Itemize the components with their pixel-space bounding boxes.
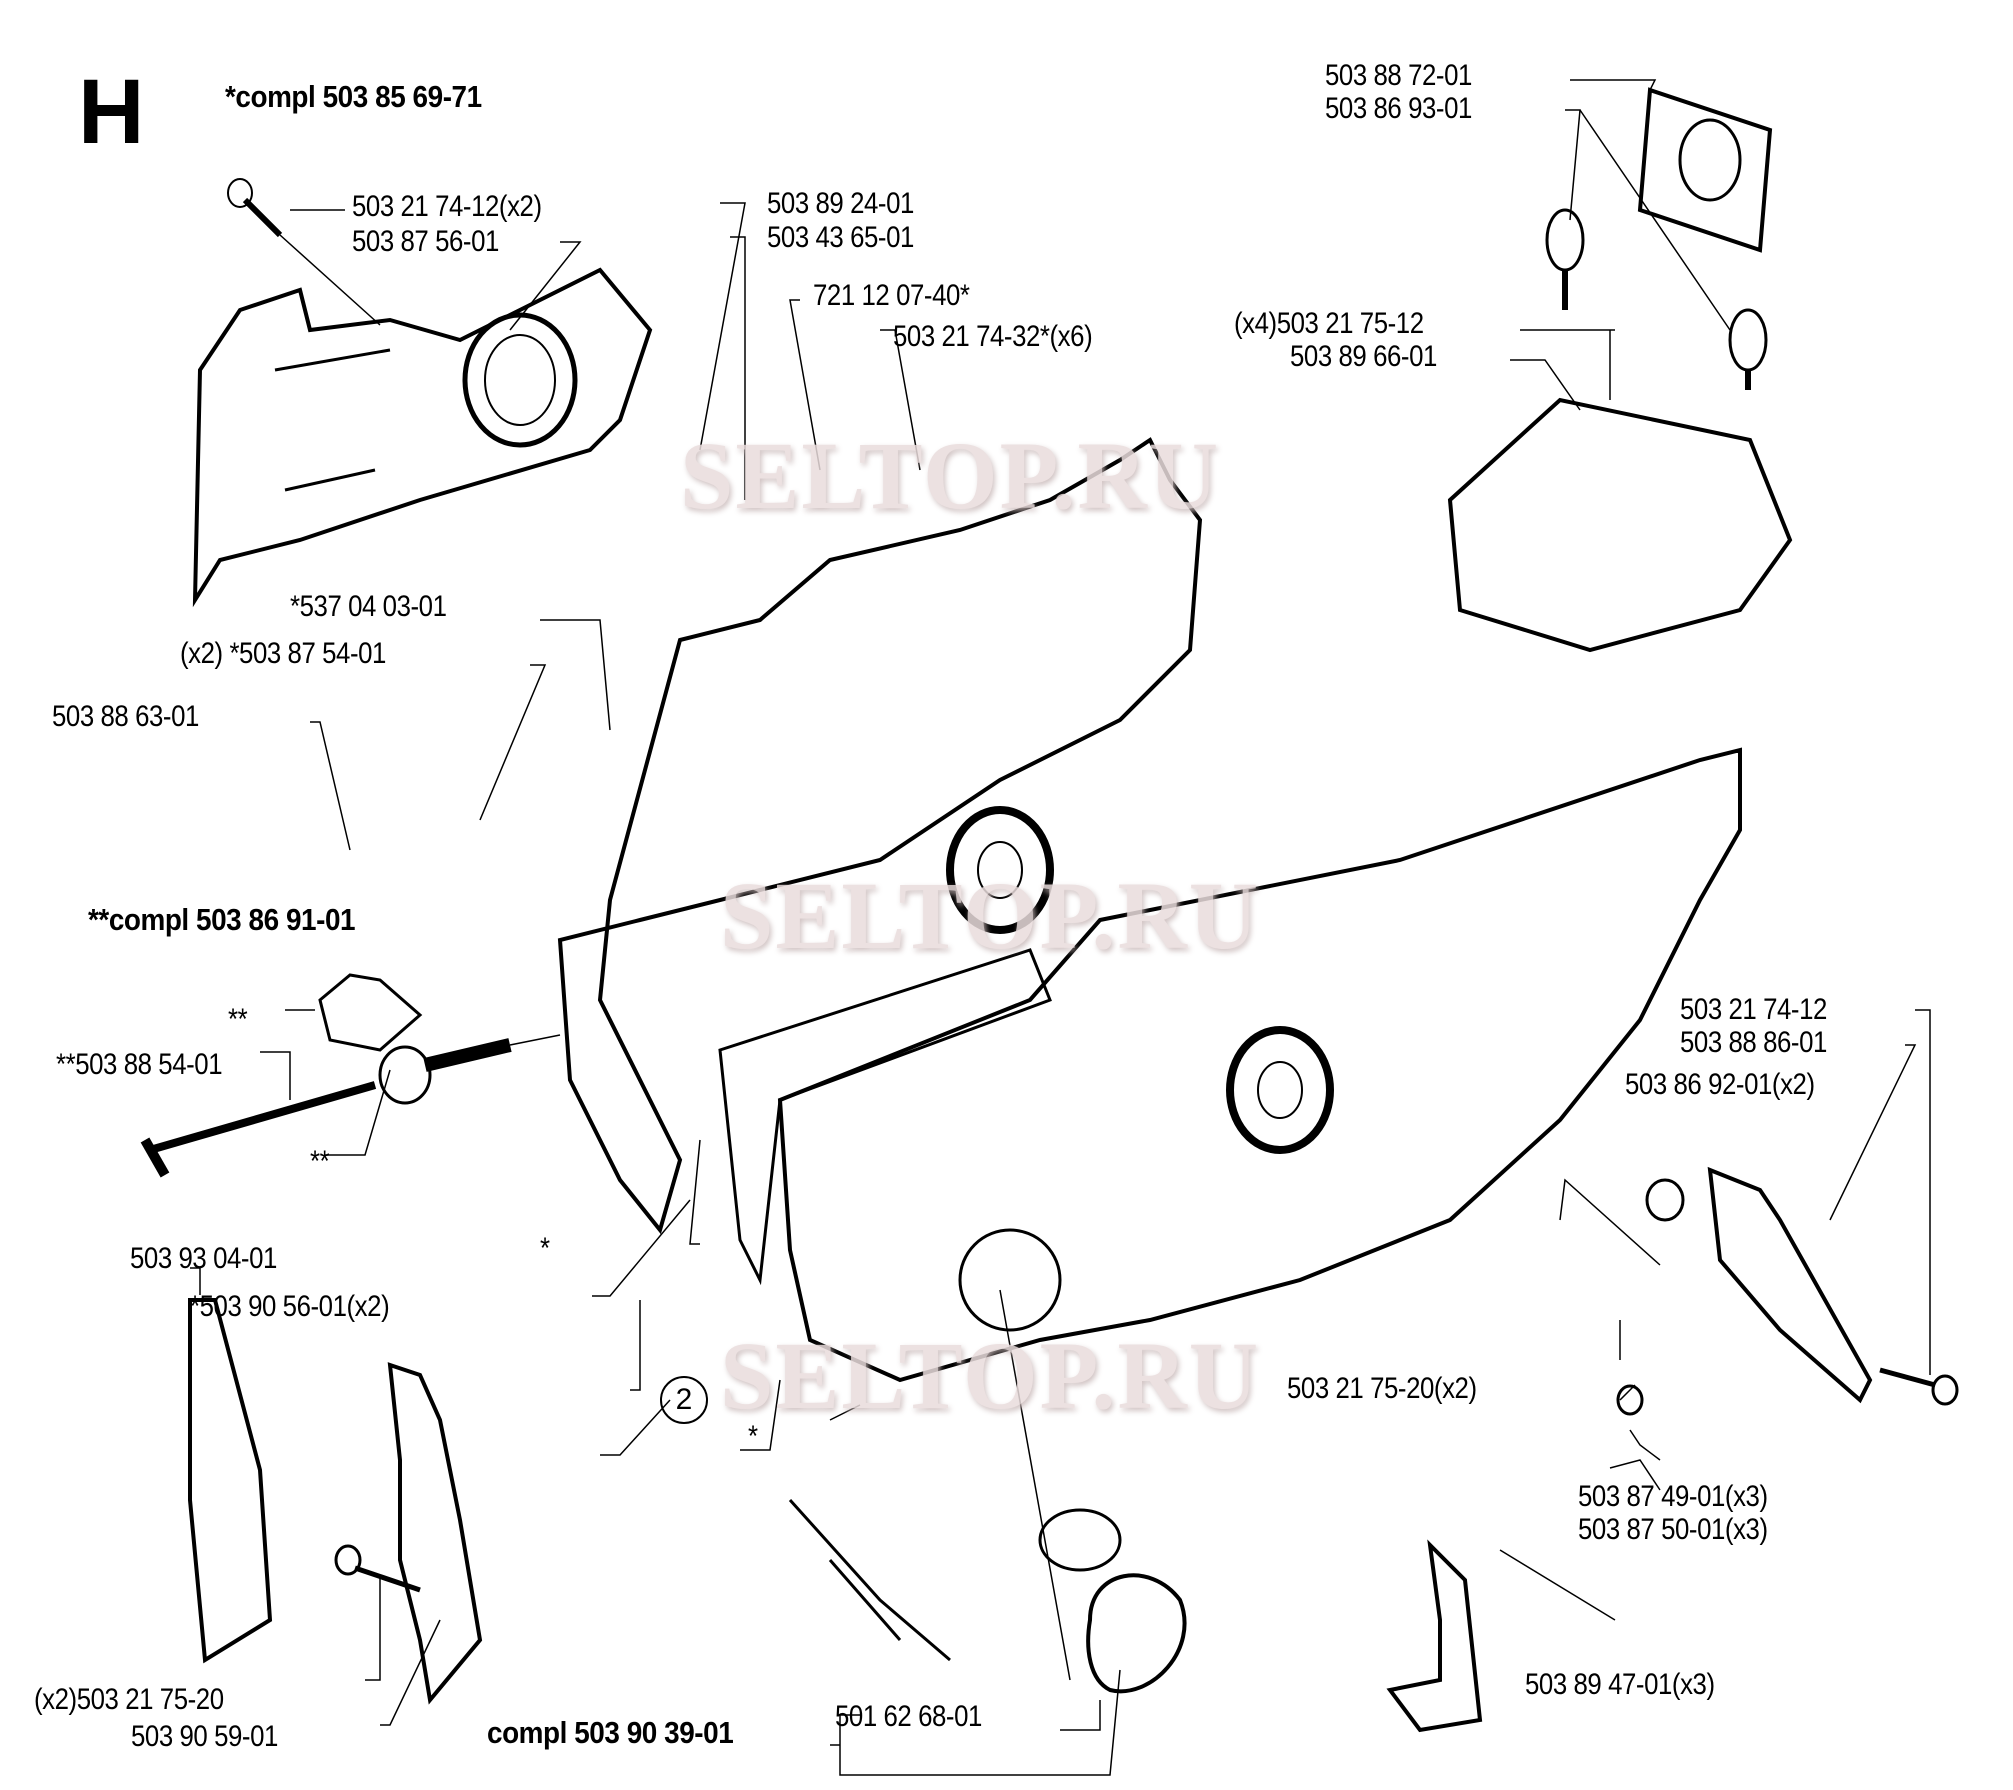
callout-circle: 2 bbox=[660, 1376, 708, 1424]
part-label: (x2)503 21 75-20 bbox=[34, 1683, 224, 1716]
part-label: 503 88 72-01 bbox=[1325, 59, 1472, 92]
screw-part bbox=[227, 178, 283, 238]
part-label: 503 21 75-20(x2) bbox=[1287, 1372, 1477, 1405]
bumper-spike bbox=[387, 1362, 483, 1705]
part-label: 503 88 63-01 bbox=[52, 700, 199, 733]
part-label: ** bbox=[228, 1003, 248, 1036]
filter-cover-part bbox=[1637, 87, 1773, 253]
part-label: 503 21 74-32*(x6) bbox=[893, 320, 1093, 353]
tensioner-screw bbox=[148, 1081, 377, 1154]
part-label: 503 86 93-01 bbox=[1325, 92, 1472, 125]
fuel-cap bbox=[1086, 1573, 1187, 1694]
watermark: SELTOP.RU bbox=[720, 862, 1261, 969]
part-label: 503 89 24-01 bbox=[767, 187, 914, 220]
part-label: *503 90 56-01(x2) bbox=[190, 1290, 390, 1323]
assembly-main-label: *compl 503 85 69-71 bbox=[225, 79, 482, 114]
clutch-cover-part bbox=[192, 267, 653, 608]
watermark: SELTOP.RU bbox=[720, 1322, 1261, 1429]
part-label: 503 87 49-01(x3) bbox=[1578, 1480, 1768, 1513]
crankcase-right bbox=[777, 747, 1742, 1383]
part-label: **503 88 54-01 bbox=[56, 1048, 223, 1081]
part-label: (x2) *503 87 54-01 bbox=[180, 637, 386, 670]
watermark: SELTOP.RU bbox=[680, 422, 1221, 529]
part-label: 503 21 74-12 bbox=[1680, 993, 1827, 1026]
part-label: 501 62 68-01 bbox=[835, 1700, 982, 1733]
spike-part bbox=[1386, 1539, 1483, 1733]
part-label: 503 87 50-01(x3) bbox=[1578, 1513, 1768, 1546]
part-label: 503 90 59-01 bbox=[131, 1720, 278, 1753]
bar-plate bbox=[188, 1298, 273, 1664]
part-label: 721 12 07-40* bbox=[813, 279, 970, 312]
crankcase-left bbox=[557, 437, 1203, 1235]
part-label: 503 21 74-12(x2) bbox=[352, 190, 542, 223]
tensioner-block bbox=[318, 973, 423, 1052]
part-label: 503 89 47-01(x3) bbox=[1525, 1668, 1715, 1701]
part-label: * bbox=[540, 1232, 550, 1265]
section-letter: H bbox=[78, 61, 145, 163]
part-label: 503 93 04-01 bbox=[130, 1242, 277, 1275]
part-label: * bbox=[748, 1420, 758, 1453]
assembly-tensioner-label: **compl 503 86 91-01 bbox=[88, 902, 356, 937]
part-label: 503 87 56-01 bbox=[352, 225, 499, 258]
part-label: 503 88 86-01 bbox=[1680, 1026, 1827, 1059]
part-label: 503 43 65-01 bbox=[767, 221, 914, 254]
part-label: *537 04 03-01 bbox=[290, 590, 447, 623]
part-label: ** bbox=[310, 1145, 330, 1178]
part-label: (x4)503 21 75-12 bbox=[1234, 307, 1424, 340]
part-label: 503 89 66-01 bbox=[1290, 340, 1437, 373]
part-label: 503 86 92-01(x2) bbox=[1625, 1068, 1815, 1101]
bracket-part bbox=[1447, 397, 1793, 653]
chain-catcher-part bbox=[1707, 1166, 1873, 1404]
assembly-fuel-cap-label: compl 503 90 39-01 bbox=[487, 1715, 734, 1750]
